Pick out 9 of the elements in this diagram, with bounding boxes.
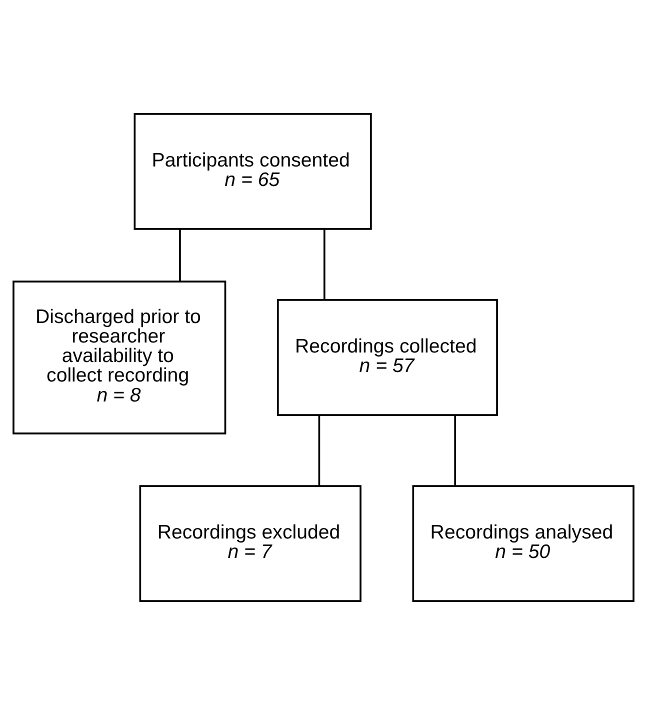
node-box: Recordings analysed n = 50	[412, 485, 634, 602]
connector	[324, 229, 326, 300]
node-box: Recordings excluded n = 7	[139, 485, 362, 602]
connector	[454, 415, 456, 486]
node-box: Recordings collected n = 57	[276, 299, 498, 416]
connector	[318, 415, 320, 486]
node-box: Discharged prior to researcher availability to collect recording n = 8	[12, 280, 226, 434]
connector	[179, 229, 181, 282]
node-box: Participants consented n = 65	[134, 112, 372, 230]
